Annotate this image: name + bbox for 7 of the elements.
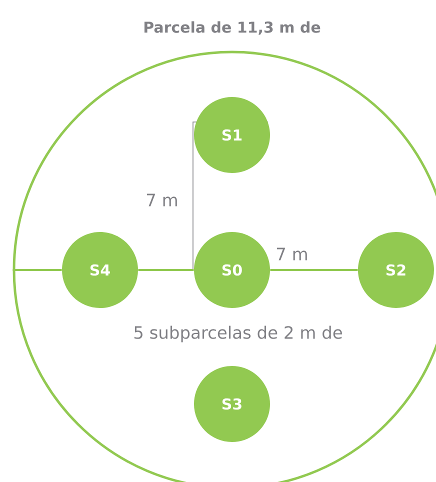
connector-line bbox=[270, 269, 358, 271]
dimension-label: 7 m bbox=[277, 248, 307, 260]
title: Parcela de 11,3 m de bbox=[144, 21, 320, 35]
connector-line bbox=[138, 269, 194, 271]
dimension-label: 7 m bbox=[147, 194, 177, 206]
connector-line bbox=[12, 269, 62, 271]
note-text: 5 subparcelas de 2 m de bbox=[134, 326, 342, 342]
